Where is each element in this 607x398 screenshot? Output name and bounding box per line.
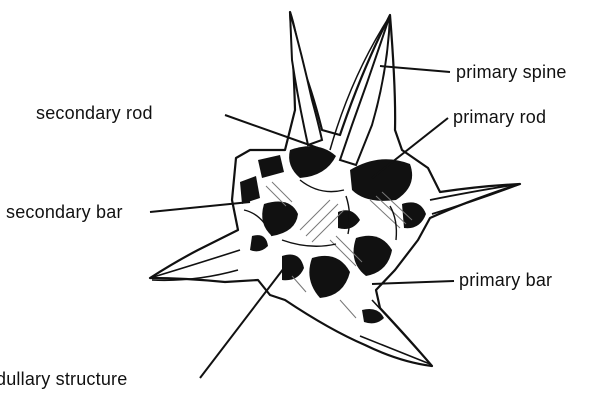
pore-5 — [350, 159, 412, 201]
label-primary-spine: primary spine — [456, 62, 567, 83]
label-primary-rod: primary rod — [453, 107, 546, 128]
label-medullary-structure: dullary structure — [0, 369, 127, 390]
leader-medullary — [200, 268, 284, 378]
label-primary-bar: primary bar — [459, 270, 552, 291]
label-secondary-bar: secondary bar — [6, 202, 123, 223]
label-secondary-rod: secondary rod — [36, 103, 153, 124]
